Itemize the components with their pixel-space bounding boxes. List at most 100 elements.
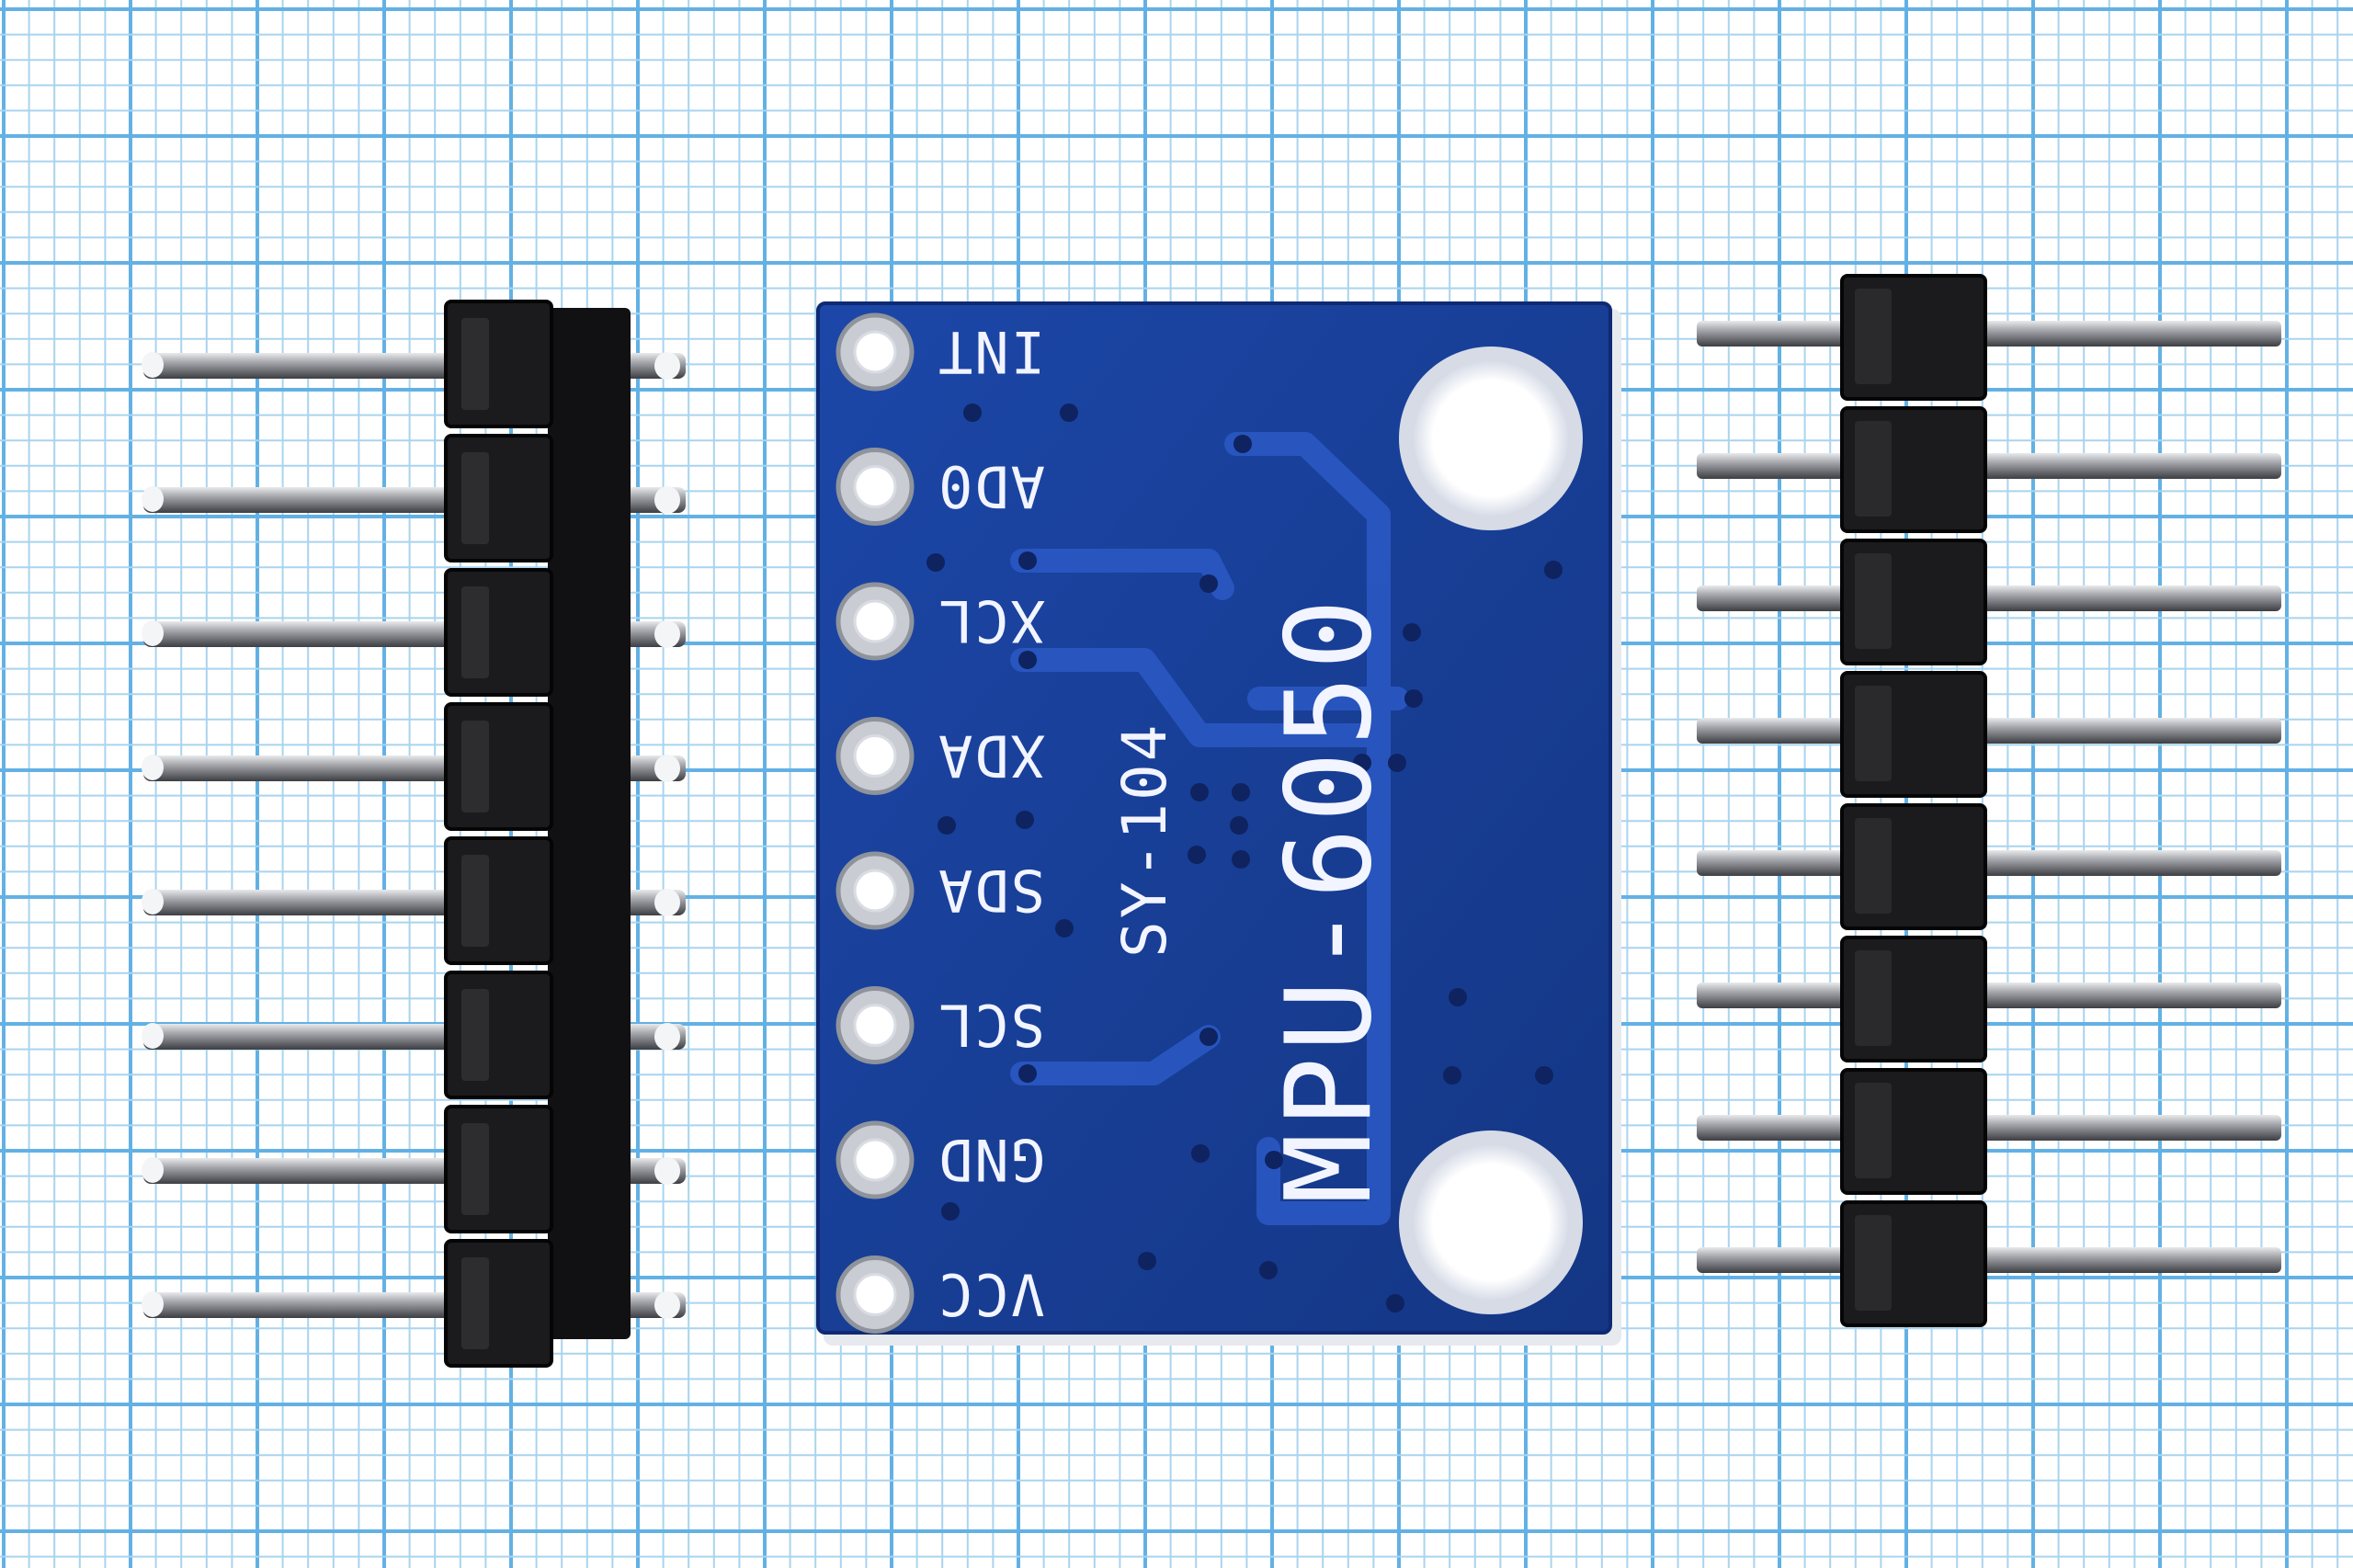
- header-housing-back: [548, 308, 631, 1339]
- housing-highlight: [1855, 1083, 1892, 1178]
- left-pin-header: [142, 300, 686, 1368]
- pin-tip: [142, 1157, 164, 1183]
- pin-tip: [142, 1291, 164, 1317]
- pin-hole: [853, 1138, 897, 1182]
- pcb-via: [1016, 811, 1034, 829]
- housing-highlight: [461, 1123, 489, 1215]
- header-pin: [1697, 453, 2281, 479]
- pcb-via: [1443, 1066, 1461, 1085]
- pin-tip: [142, 889, 164, 915]
- housing-highlight: [461, 452, 489, 544]
- housing-highlight: [1855, 553, 1892, 649]
- pin-tip: [654, 755, 680, 782]
- pcb-via: [926, 553, 945, 572]
- pcb-via: [1388, 754, 1406, 772]
- pcb-vias: [926, 403, 1563, 1312]
- pcb-via: [1199, 1028, 1218, 1046]
- pin-label-scl: SCL: [937, 992, 1045, 1059]
- pin-hole: [853, 599, 897, 643]
- pin-hole: [853, 734, 897, 778]
- housing-highlight: [461, 318, 489, 410]
- pcb-via: [1199, 574, 1218, 593]
- pcb-via: [1018, 551, 1037, 570]
- pcb-via: [1449, 988, 1467, 1006]
- pcb-via: [1404, 689, 1423, 708]
- pcb-via: [1055, 919, 1074, 937]
- housing-highlight: [461, 855, 489, 947]
- pin-label-xcl: XCL: [937, 587, 1045, 654]
- pin-tip: [654, 1291, 680, 1319]
- pcb-via: [1230, 816, 1248, 835]
- pin-hole: [853, 1273, 897, 1316]
- pcb-via: [1188, 846, 1206, 864]
- housing-highlight: [461, 721, 489, 812]
- pcb-via: [1259, 1261, 1278, 1279]
- housing-highlight: [461, 586, 489, 678]
- pin-hole: [853, 869, 897, 913]
- pin-label-sda: SDA: [937, 857, 1045, 924]
- board-code-label: SY-104: [1109, 722, 1180, 958]
- pcb-via: [1190, 783, 1209, 801]
- housing-highlight: [1855, 818, 1892, 914]
- housing-highlight: [1855, 1215, 1892, 1311]
- pin-tip: [142, 486, 164, 512]
- pin-hole: [853, 465, 897, 508]
- pcb-via: [1138, 1252, 1156, 1270]
- pin-tip: [654, 889, 680, 916]
- mounting-hole-top-inner: [1414, 361, 1568, 516]
- pin-tip: [654, 620, 680, 648]
- pin-hole: [853, 330, 897, 374]
- housing-highlight: [461, 1257, 489, 1349]
- pcb-via: [1233, 435, 1252, 453]
- pin-label-ad0: AD0: [937, 453, 1045, 520]
- pcb-via: [941, 1202, 960, 1221]
- header-pin: [1697, 718, 2281, 744]
- pcb-via: [1191, 1144, 1210, 1163]
- board-model-label: MPU-6050: [1261, 594, 1398, 1205]
- pin-tip: [142, 620, 164, 646]
- pin-tip: [142, 352, 164, 378]
- pin-label-gnd: GND: [937, 1126, 1045, 1193]
- pin-tip: [654, 1157, 680, 1185]
- pcb-via: [1386, 1294, 1404, 1312]
- header-pin: [1697, 983, 2281, 1008]
- pcb-via: [1544, 561, 1563, 579]
- pcb-via: [1232, 783, 1250, 801]
- pcb-via: [1265, 1151, 1283, 1169]
- housing-highlight: [1855, 686, 1892, 781]
- pin-label-vcc: VCC: [937, 1261, 1045, 1328]
- pcb-via: [1018, 1064, 1037, 1083]
- pcb-traces: [1010, 432, 1409, 1225]
- housing-highlight: [461, 989, 489, 1081]
- pcb-via: [1353, 754, 1371, 772]
- pcb-via: [1403, 623, 1421, 642]
- pin-label-xda: XDA: [937, 722, 1045, 790]
- pin-tip: [654, 486, 680, 514]
- pcb-via: [1232, 850, 1250, 869]
- pcb-via: [963, 403, 982, 422]
- pin-pads: [835, 312, 915, 1334]
- pin-tip: [654, 352, 680, 380]
- pcb-via: [1535, 1066, 1553, 1085]
- header-pin: [1697, 850, 2281, 876]
- pin-label-int: INT: [937, 318, 1045, 385]
- pin-tip: [142, 755, 164, 780]
- right-pin-header: [1697, 274, 2281, 1327]
- pin-tip: [654, 1023, 680, 1051]
- pcb-via: [938, 816, 956, 835]
- pcb-via: [1018, 651, 1037, 669]
- mounting-hole-bottom-inner: [1414, 1145, 1568, 1300]
- header-pin: [1697, 585, 2281, 611]
- header-pin: [1697, 1247, 2281, 1273]
- header-pin: [1697, 1115, 2281, 1141]
- housing-highlight: [1855, 950, 1892, 1046]
- header-pin: [1697, 321, 2281, 347]
- pin-hole: [853, 1004, 897, 1047]
- housing-highlight: [1855, 421, 1892, 517]
- housing-highlight: [1855, 289, 1892, 384]
- pin-tip: [142, 1023, 164, 1049]
